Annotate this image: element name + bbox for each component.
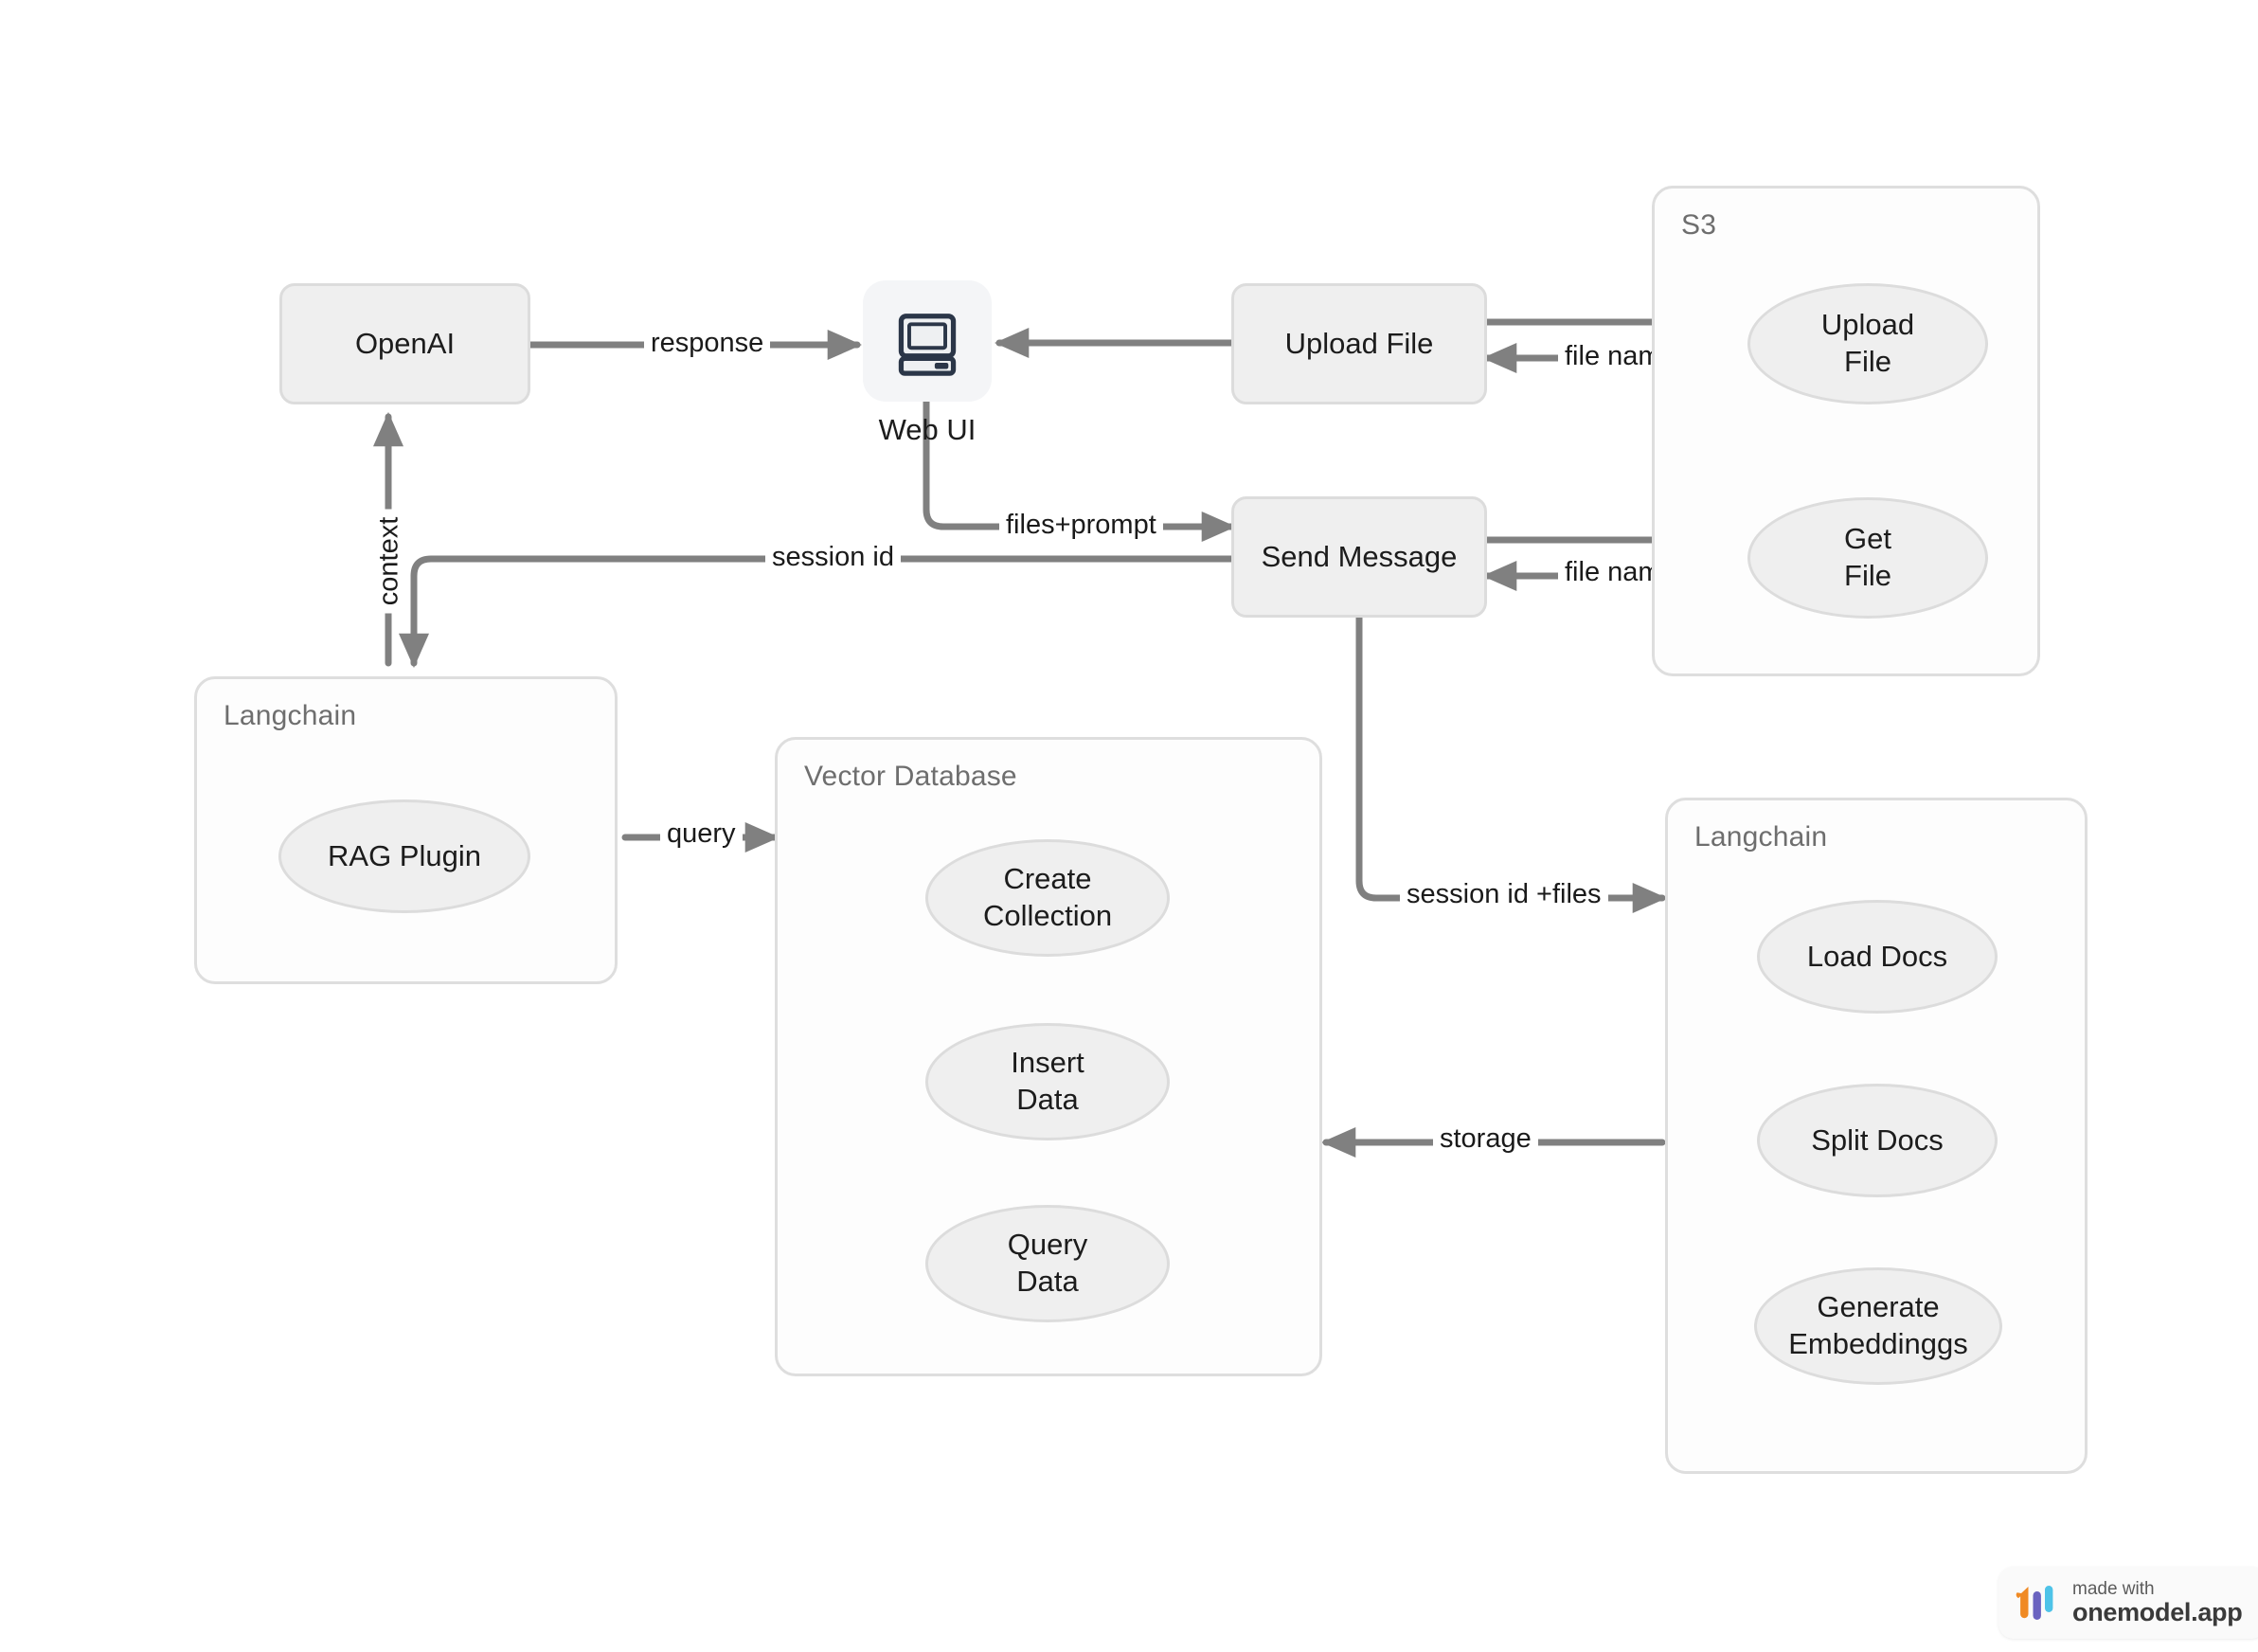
edge-label-session-id: session id bbox=[765, 544, 901, 571]
node-load-docs[interactable]: Load Docs bbox=[1757, 900, 1998, 1014]
group-label-s3: S3 bbox=[1681, 209, 1717, 241]
edge-label-session-id-files: session id +files bbox=[1400, 881, 1608, 908]
node-upload-file-label: Upload File bbox=[1284, 327, 1434, 361]
node-query-data-label: Query Data bbox=[1007, 1228, 1088, 1298]
node-s3-get-file-label: Get File bbox=[1844, 522, 1891, 592]
node-insert-data-label: Insert Data bbox=[1011, 1046, 1084, 1116]
node-generate-embeddings-label: Generate Embeddinggs bbox=[1788, 1290, 1968, 1360]
node-openai-label: OpenAI bbox=[354, 327, 456, 361]
group-label-langchain-left: Langchain bbox=[224, 700, 357, 731]
node-load-docs-label: Load Docs bbox=[1806, 939, 1948, 973]
edge-label-response: response bbox=[644, 330, 771, 357]
node-create-collection[interactable]: Create Collection bbox=[925, 839, 1170, 957]
edge-label-storage: storage bbox=[1433, 1125, 1538, 1153]
node-openai[interactable]: OpenAI bbox=[279, 283, 530, 404]
node-generate-embeddings[interactable]: Generate Embeddinggs bbox=[1754, 1267, 2002, 1385]
watermark-made-with: made with bbox=[2072, 1579, 2155, 1599]
desktop-computer-icon bbox=[898, 314, 957, 376]
edge-session-id bbox=[398, 555, 1235, 669]
node-split-docs-label: Split Docs bbox=[1811, 1122, 1944, 1157]
node-upload-file[interactable]: Upload File bbox=[1231, 283, 1487, 404]
node-send-message-label: Send Message bbox=[1261, 540, 1458, 574]
group-label-langchain-right: Langchain bbox=[1694, 821, 1828, 853]
group-label-vector-database: Vector Database bbox=[804, 761, 1017, 792]
edge-label-files-prompt: files+prompt bbox=[999, 512, 1163, 539]
onemodel-logo-icon bbox=[2016, 1586, 2053, 1621]
node-web-ui[interactable] bbox=[863, 280, 992, 402]
edge-label-query: query bbox=[660, 820, 743, 848]
node-query-data[interactable]: Query Data bbox=[925, 1205, 1170, 1322]
node-create-collection-label: Create Collection bbox=[982, 862, 1113, 932]
node-send-message[interactable]: Send Message bbox=[1231, 496, 1487, 618]
watermark-text: made with onemodel.app bbox=[2072, 1579, 2243, 1626]
node-insert-data[interactable]: Insert Data bbox=[925, 1023, 1170, 1140]
node-web-ui-label: Web UI bbox=[878, 413, 977, 446]
node-rag-plugin-label: RAG Plugin bbox=[328, 838, 481, 872]
edge-session-id-files bbox=[1355, 614, 1668, 914]
watermark-badge[interactable]: made with onemodel.app bbox=[1998, 1567, 2258, 1640]
edge-label-context: context bbox=[374, 509, 404, 614]
node-s3-upload-file-label: Upload File bbox=[1820, 308, 1915, 378]
node-split-docs[interactable]: Split Docs bbox=[1757, 1084, 1998, 1197]
node-rag-plugin[interactable]: RAG Plugin bbox=[278, 799, 530, 913]
watermark-brand: onemodel.app bbox=[2072, 1597, 2243, 1626]
node-s3-upload-file[interactable]: Upload File bbox=[1747, 283, 1988, 404]
node-s3-get-file[interactable]: Get File bbox=[1747, 497, 1988, 619]
